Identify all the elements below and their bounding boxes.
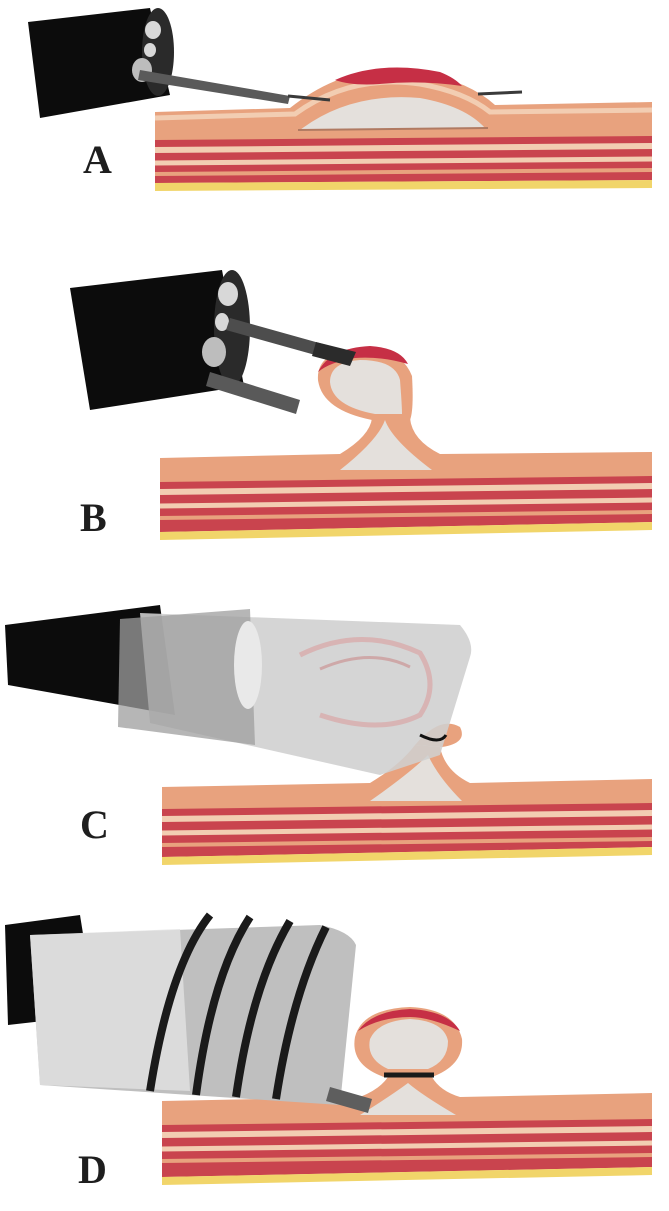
panel-label-c: C bbox=[80, 805, 109, 845]
panel-b: B bbox=[0, 260, 669, 560]
panel-d: D bbox=[0, 905, 669, 1211]
endoscope-a bbox=[28, 8, 174, 118]
panel-a: A bbox=[0, 0, 669, 280]
panel-label-b: B bbox=[80, 498, 107, 538]
panel-label-d: D bbox=[78, 1150, 107, 1190]
panel-c: C bbox=[0, 595, 669, 885]
panel-label-a: A bbox=[83, 140, 112, 180]
transparent-cap bbox=[118, 609, 471, 775]
snare-sheath bbox=[206, 372, 300, 414]
